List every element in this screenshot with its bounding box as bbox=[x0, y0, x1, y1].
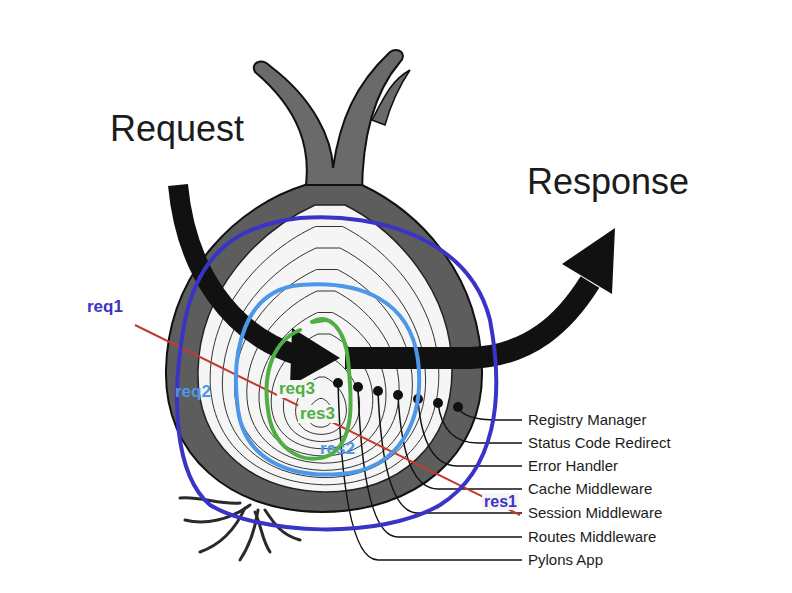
loop-label: req2 bbox=[175, 383, 211, 401]
flow-label: Request bbox=[110, 110, 244, 148]
layer-label: Registry Manager bbox=[528, 411, 646, 428]
loop-region: req2 res2 req3 res3 bbox=[170, 275, 425, 480]
loop-label: req3 bbox=[277, 380, 317, 398]
layer-label: Cache Middleware bbox=[528, 480, 652, 497]
layer-label: Routes Middleware bbox=[528, 528, 656, 545]
flow-label: Response bbox=[527, 163, 689, 201]
layer-label: Pylons App bbox=[528, 551, 603, 568]
loop-label: req1 bbox=[87, 298, 123, 316]
loop-outline bbox=[80, 205, 540, 535]
layer-label: Session Middleware bbox=[528, 504, 662, 521]
loop-label: res3 bbox=[298, 405, 337, 423]
loop-outline bbox=[170, 275, 425, 480]
loop-region: req1 res1 req2 res2 req3 res3 bbox=[80, 205, 540, 535]
loop-label: res1 bbox=[482, 493, 519, 510]
loop-region: req3 res3 bbox=[260, 315, 360, 462]
layer-label: Status Code Redirect bbox=[528, 434, 671, 451]
layer-label: Error Handler bbox=[528, 457, 618, 474]
loop-label: res2 bbox=[320, 440, 355, 458]
